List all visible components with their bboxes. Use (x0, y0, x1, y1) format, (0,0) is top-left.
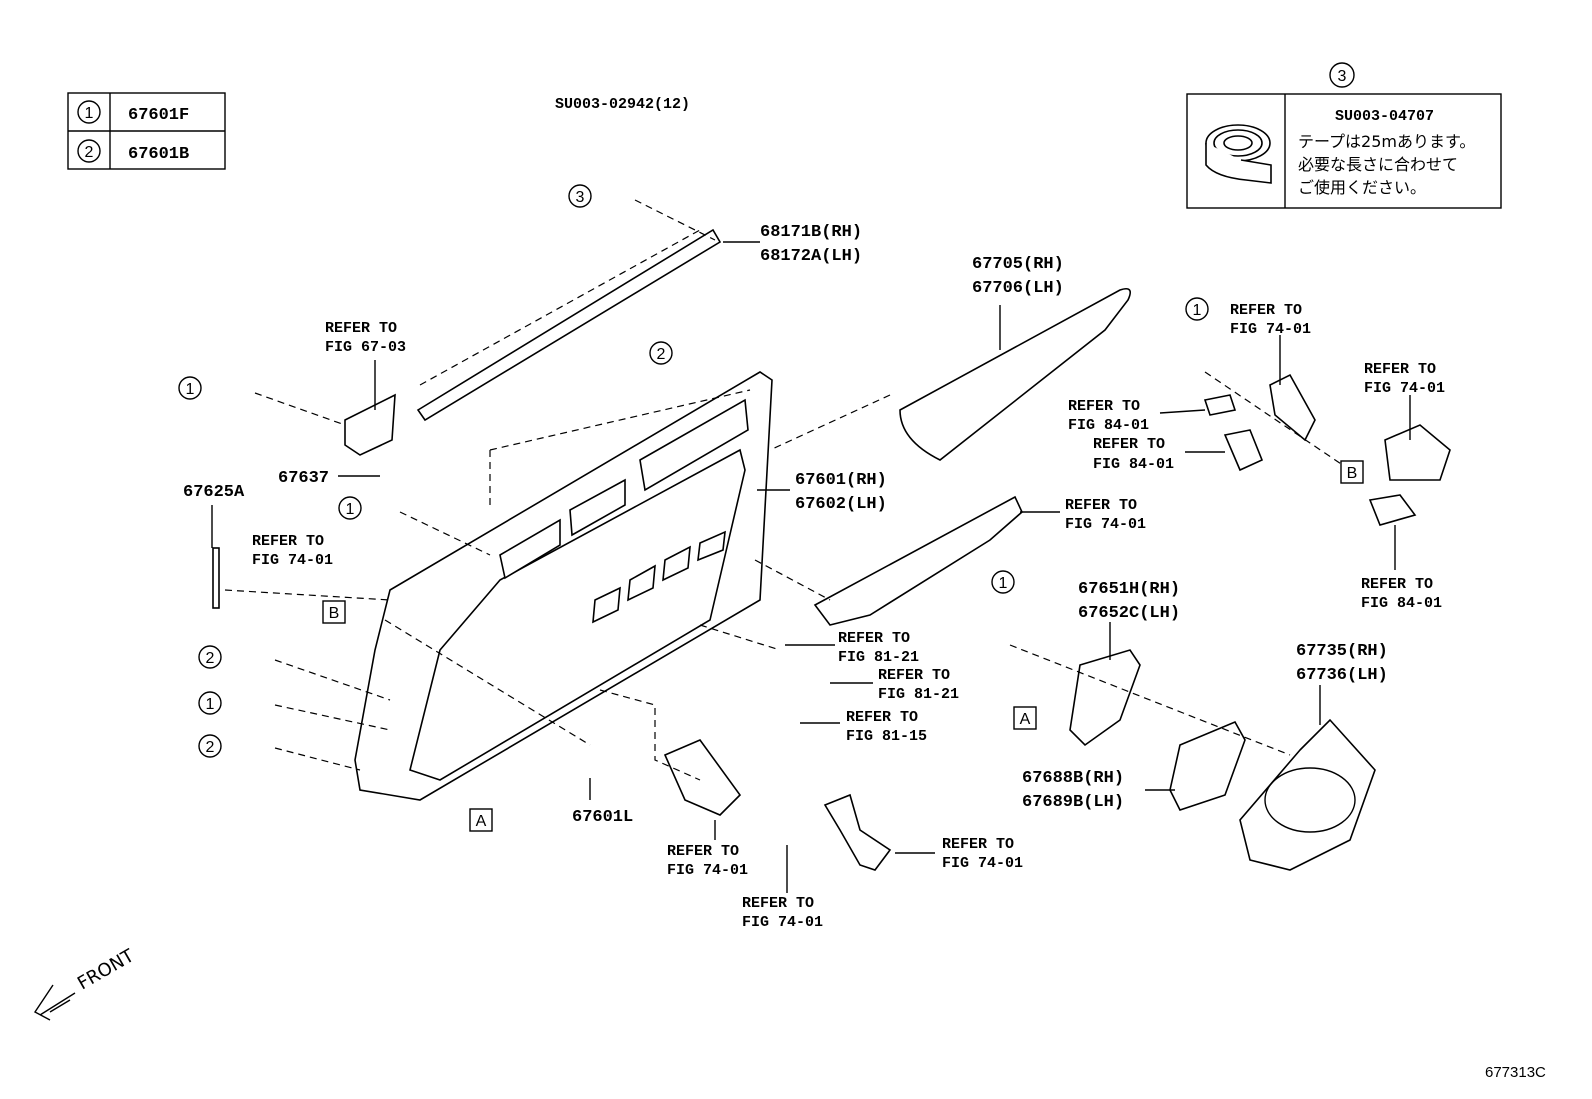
mark-1: 1 (206, 696, 215, 713)
refer-label: REFER TO (1065, 497, 1137, 514)
molding-lh-label: 68172A(LH) (760, 247, 862, 266)
circled-marks: 3 1 2 1 2 1 2 1 1 (178, 184, 1209, 758)
speaker-cover (1239, 718, 1376, 871)
mark-1: 1 (186, 381, 195, 398)
tape-note-line: ご使用ください。 (1298, 178, 1426, 197)
tape-mark: 3 (1338, 68, 1347, 85)
refer-label: REFER TO (838, 630, 910, 647)
inner-handle (344, 393, 396, 456)
figure-code: 677313C (1485, 1064, 1546, 1081)
molding-rh-label: 68171B(RH) (760, 223, 862, 242)
bracket-bottom (823, 793, 892, 871)
box-A: A (476, 813, 487, 830)
switch-84-01b (1223, 429, 1264, 472)
handle-bracket-lower (663, 739, 742, 816)
box-B: B (329, 605, 340, 622)
refer-label: REFER TO (667, 843, 739, 860)
part-67637-label: 67637 (278, 469, 329, 488)
legend-mark-1: 1 (85, 105, 94, 122)
refer-label: REFER TO (1068, 398, 1140, 415)
rod-67625A (212, 547, 220, 609)
mark-3: 3 (576, 189, 585, 206)
refer-label: REFER TO (1093, 436, 1165, 453)
switch-right (1368, 494, 1417, 526)
switch-84-01 (1203, 394, 1237, 416)
front-arrow: FRONT (33, 945, 139, 1021)
front-arrow-icon (33, 984, 76, 1021)
clip-top-label: SU003-02942(12) (555, 96, 690, 113)
ornament-lh-label: 67706(LH) (972, 279, 1064, 298)
refer-fig: FIG 84-01 (1361, 595, 1442, 612)
speaker-ring-lh-label: 67652C(LH) (1078, 604, 1180, 623)
bracket-right (1384, 424, 1451, 481)
refer-label: REFER TO (325, 320, 397, 337)
door-trim-panel (354, 371, 773, 801)
speaker-pad-rh-label: 67688B(RH) (1022, 769, 1124, 788)
armrest-ornament (813, 495, 1023, 626)
box-A: A (1020, 711, 1031, 728)
front-label: FRONT (74, 945, 139, 994)
refer-fig: FIG 84-01 (1068, 417, 1149, 434)
dashed-guides (224, 199, 1351, 781)
box-B: B (1347, 465, 1358, 482)
panel-rh-label: 67601(RH) (795, 471, 887, 490)
speaker-ring-rh-label: 67651H(RH) (1078, 580, 1180, 599)
refer-fig: FIG 74-01 (1230, 321, 1311, 338)
part-67601L-label: 67601L (572, 808, 633, 827)
window-molding (416, 228, 722, 422)
refer-label: REFER TO (742, 895, 814, 912)
refer-label: REFER TO (942, 836, 1014, 853)
bracket-74-01 (1269, 373, 1316, 442)
tape-box: 3 SU003-04707 テープは25mあります。 必要な長さに合わせて ご使… (1186, 62, 1502, 209)
tape-part-number: SU003-04707 (1335, 108, 1434, 125)
refer-fig: FIG 84-01 (1093, 456, 1174, 473)
refer-fig: FIG 74-01 (667, 862, 748, 879)
refer-fig: FIG 74-01 (1065, 516, 1146, 533)
tape-note-line: テープは25mあります。 (1298, 132, 1475, 151)
refer-label: REFER TO (846, 709, 918, 726)
refer-label: REFER TO (1361, 576, 1433, 593)
legend-mark-2: 2 (85, 144, 94, 161)
mark-2: 2 (206, 739, 215, 756)
speaker-pad-lh-label: 67689B(LH) (1022, 793, 1124, 812)
tape-note-line: 必要な長さに合わせて (1298, 155, 1458, 174)
mark-1: 1 (999, 575, 1008, 592)
refer-fig: FIG 81-15 (846, 728, 927, 745)
upper-ornament (899, 287, 1131, 461)
refer-fig: FIG 74-01 (1364, 380, 1445, 397)
boxed-letters: B A B A (322, 460, 1364, 832)
refer-fig: FIG 74-01 (252, 552, 333, 569)
part-67625A-label: 67625A (183, 483, 245, 502)
refer-label: REFER TO (252, 533, 324, 550)
ornament-rh-label: 67705(RH) (972, 255, 1064, 274)
mark-1: 1 (1193, 302, 1202, 319)
panel-lh-label: 67602(LH) (795, 495, 887, 514)
speaker-pad (1169, 720, 1246, 811)
refer-label: REFER TO (878, 667, 950, 684)
speaker-ring (1069, 649, 1141, 747)
refer-fig: FIG 74-01 (942, 855, 1023, 872)
tape-roll-icon (1205, 124, 1272, 184)
mark-1: 1 (346, 501, 355, 518)
mark-2: 2 (206, 650, 215, 667)
refer-fig: FIG 74-01 (742, 914, 823, 931)
leader-lines (211, 241, 1411, 893)
refer-label: REFER TO (1230, 302, 1302, 319)
refer-fig: FIG 81-21 (838, 649, 919, 666)
speaker-cover-lh-label: 67736(LH) (1296, 666, 1388, 685)
speaker-cover-rh-label: 67735(RH) (1296, 642, 1388, 661)
refer-label: REFER TO (1364, 361, 1436, 378)
refer-fig: FIG 67-03 (325, 339, 406, 356)
mark-2: 2 (657, 346, 666, 363)
legend-table: 1 67601F 2 67601B (67, 92, 226, 170)
refer-fig: FIG 81-21 (878, 686, 959, 703)
legend-part-1: 67601F (128, 106, 189, 125)
legend-part-2: 67601B (128, 145, 189, 164)
speaker-grille (1264, 767, 1356, 833)
